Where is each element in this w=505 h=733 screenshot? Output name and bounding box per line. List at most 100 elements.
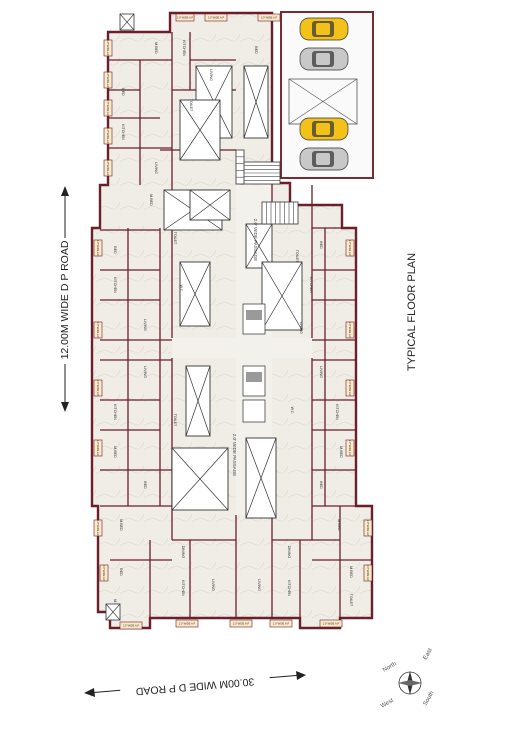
ap-strip-label-19: 2.0' WIDE A.P xyxy=(261,16,278,20)
ap-strip-2 xyxy=(103,71,113,89)
ap-strip-label-24: 2.0' WIDE A.P xyxy=(123,624,140,628)
room-label-34: LIVING xyxy=(319,366,323,378)
ap-strip-label-1: 2.0' WIDE A.P xyxy=(106,40,110,57)
ap-strip-label-18: 2.0' WIDE A.P xyxy=(208,16,225,20)
ap-strip-6 xyxy=(93,239,103,257)
room-label-39: W.C xyxy=(290,407,294,414)
room-label-16: TOILET xyxy=(173,414,177,427)
ap-strip-13 xyxy=(345,321,355,339)
ap-strip-20 xyxy=(175,619,199,628)
compass-west: West xyxy=(380,698,395,710)
ap-strip-24 xyxy=(119,621,143,630)
compass-north: North xyxy=(382,661,398,674)
lift-cores xyxy=(242,303,266,423)
interior-walls xyxy=(100,32,372,618)
compass-south: South xyxy=(423,690,436,707)
compass-east: East xyxy=(423,647,434,661)
room-label-12: TOILET xyxy=(173,232,177,245)
bottom-road-label: 30.00M WIDE D P ROAD xyxy=(84,670,306,700)
ap-strip-label-14: 2.0' WIDE A.P xyxy=(348,380,352,397)
room-label-1: M.BED xyxy=(154,42,158,54)
room-label-40: W.C xyxy=(179,285,183,292)
ap-strip-label-8: 2.0' WIDE A.P xyxy=(96,380,100,397)
room-label-15: KITCHEN xyxy=(113,404,117,420)
room-label-19: M.BED xyxy=(119,519,123,531)
ap-strip-21 xyxy=(229,619,253,628)
car-3 xyxy=(299,117,349,141)
room-label-28: M.BED xyxy=(349,566,353,578)
room-label-18: BED xyxy=(143,481,147,489)
parked-cars xyxy=(299,17,349,171)
ap-strip-15 xyxy=(345,439,355,457)
room-label-17: M.BED xyxy=(113,446,117,458)
compass: North East South West xyxy=(380,647,436,709)
room-label-5: BED xyxy=(121,88,125,96)
ap-strip-3 xyxy=(103,99,113,117)
passage-label-upper: 2.0' WIDE PASSAGE xyxy=(253,219,258,262)
room-label-31: BED xyxy=(319,481,323,489)
room-label-36: KITCHEN xyxy=(309,277,313,293)
car-2 xyxy=(299,47,349,71)
ap-strip-label-9: 2.0' WIDE A.P xyxy=(96,440,100,457)
room-label-22: DINING xyxy=(181,546,185,559)
room-label-35: LIVING xyxy=(299,322,303,334)
room-label-20: BED xyxy=(119,568,123,576)
ap-strip-label-21: 2.0' WIDE A.P xyxy=(233,622,250,626)
ap-strip-25 xyxy=(175,13,195,22)
ap-strip-9 xyxy=(93,439,103,457)
ap-strip-7 xyxy=(93,321,103,339)
passage-label-lower: 2.0' WIDE PASSAGE xyxy=(232,434,237,477)
room-label-37: BED xyxy=(319,241,323,249)
ap-strip-23 xyxy=(319,619,343,628)
car-1 xyxy=(299,17,349,41)
room-label-14: LIVING xyxy=(143,366,147,378)
room-label-4: BED xyxy=(254,46,258,54)
ap-strip-label-25: 2.0' WIDE A.P xyxy=(177,16,194,20)
ap-strip-label-12: 2.0' WIDE A.P xyxy=(348,240,352,257)
car-4 xyxy=(299,147,349,171)
room-label-3: LIVING xyxy=(209,69,213,81)
room-label-24: LIVING xyxy=(211,579,215,591)
ap-strip-label-20: 2.0' WIDE A.P xyxy=(179,622,196,626)
access-passage-strips: 2.0' WIDE A.P 2.0' WIDE A.P 2.0' WIDE A.P 2… xyxy=(93,13,373,630)
shafts xyxy=(163,65,303,519)
ap-strip-label-4: 2.0' WIDE A.P xyxy=(106,128,110,145)
ap-strip-label-22: 2.0' WIDE A.P xyxy=(273,622,290,626)
room-label-33: KITCHEN xyxy=(335,404,339,420)
ap-strip-19 xyxy=(257,13,281,22)
ap-strip-label-3: 2.0' WIDE A.P xyxy=(106,100,110,117)
room-label-2: KITCHEN xyxy=(182,40,186,56)
ap-strip-label-7: 2.0' WIDE A.P xyxy=(96,322,100,339)
ap-strip-18 xyxy=(204,13,228,22)
room-label-29: TOILET xyxy=(349,594,353,607)
side-road-label: 12.00M WIDE D P ROAD xyxy=(55,186,75,412)
plan-title: TYPICAL FLOOR PLAN xyxy=(406,253,418,371)
room-labels: M.BED KITCHEN LIVING BED BED TOILET KITCHEN LIV… xyxy=(113,40,353,611)
ap-strip-label-15: 2.0' WIDE A.P xyxy=(348,440,352,457)
room-label-6: TOILET xyxy=(189,99,193,112)
room-label-25: LIVING xyxy=(257,579,261,591)
ap-strip-8 xyxy=(93,379,103,397)
room-label-38: TOILET xyxy=(295,250,299,263)
road-side-text: 12.00M WIDE D P ROAD xyxy=(59,240,71,359)
ap-strip-label-10: 2.0' WIDE A.P xyxy=(96,520,100,537)
ap-strip-label-23: 2.0' WIDE A.P xyxy=(323,622,340,626)
room-label-23: KITCHEN xyxy=(181,580,185,596)
ap-strip-16 xyxy=(363,519,373,537)
room-label-27: DINING xyxy=(287,546,291,559)
ap-strip-10 xyxy=(93,519,103,537)
room-label-7: KITCHEN xyxy=(121,124,125,140)
ap-strip-label-16: 2.0' WIDE A.P xyxy=(366,520,370,537)
ap-strip-4 xyxy=(103,127,113,145)
room-label-26: KITCHEN xyxy=(287,580,291,596)
room-label-32: M.BED xyxy=(339,446,343,458)
ap-strip-14 xyxy=(345,379,355,397)
room-label-8: LIVING xyxy=(154,162,158,174)
ap-strip-label-13: 2.0' WIDE A.P xyxy=(348,322,352,339)
ap-strip-1 xyxy=(103,39,113,57)
ap-strip-label-11: 2.0' WIDE A.P xyxy=(102,565,106,582)
ap-strip-22 xyxy=(269,619,293,628)
room-label-11: KITCHEN xyxy=(113,277,117,293)
room-label-10: BED xyxy=(113,246,117,254)
